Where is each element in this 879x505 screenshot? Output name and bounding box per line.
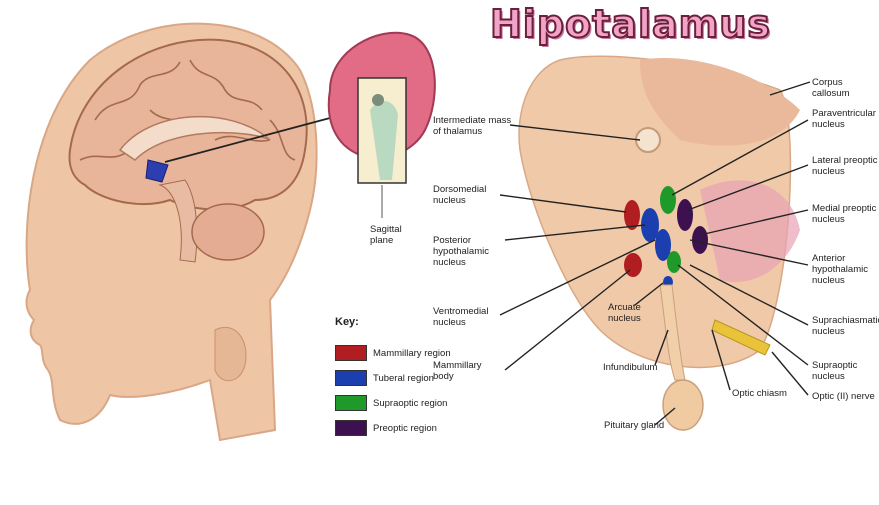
head-illustration: [27, 24, 330, 440]
key-swatch: [335, 420, 367, 436]
sagittal-inset: [329, 33, 435, 218]
key-label: Mammillary region: [373, 348, 451, 359]
key-item-supraoptic: Supraoptic region: [335, 394, 447, 412]
label-anterior-hypothalamic-nucleus: Anterior hypothalamic nucleus: [812, 253, 868, 286]
label-corpus-callosum: Corpus callosum: [812, 77, 879, 99]
label-medial-preoptic-nucleus: Medial preoptic nucleus: [812, 203, 876, 225]
key-label: Preoptic region: [373, 423, 437, 434]
label-lateral-preoptic-nucleus: Lateral preoptic nucleus: [812, 155, 877, 177]
label-suprachiasmatic-nucleus: Suprachiasmatic nucleus: [812, 315, 879, 337]
pituitary-gland: [663, 380, 703, 430]
key-swatch: [335, 370, 367, 386]
hypothalamus-detail: [519, 56, 800, 430]
label-posterior-hypothalamic-nucleus: Posterior hypothalamic nucleus: [433, 235, 489, 268]
key-label: Supraoptic region: [373, 398, 447, 409]
page-title: Hipotalamus: [490, 2, 790, 52]
label-infundibulum: Infundibulum: [603, 362, 657, 373]
key-label: Tuberal region: [373, 373, 434, 384]
key-item-preoptic: Preoptic region: [335, 419, 437, 437]
label-arcuate-nucleus: Arcuate nucleus: [608, 302, 641, 324]
label-pituitary-gland: Pituitary gland: [604, 420, 664, 431]
label-ventromedial-nucleus: Ventromedial nucleus: [433, 306, 488, 328]
label-optic-chiasm: Optic chiasm: [732, 388, 787, 399]
label-intermediate-mass: Intermediate mass of thalamus: [433, 115, 511, 137]
key-item-tuberal: Tuberal region: [335, 369, 434, 387]
key-swatch: [335, 345, 367, 361]
label-mammillary-body: Mammillary body: [433, 360, 482, 382]
label-dorsomedial-nucleus: Dorsomedial nucleus: [433, 184, 486, 206]
label-optic-nerve: Optic (II) nerve: [812, 391, 875, 402]
cerebellum: [192, 204, 264, 260]
label-paraventricular-nucleus: Paraventricular nucleus: [812, 108, 876, 130]
label-supraoptic-nucleus: Supraoptic nucleus: [812, 360, 879, 382]
key-title: Key:: [335, 316, 359, 328]
inset-label: Sagittal plane: [370, 224, 402, 246]
key-swatch: [335, 395, 367, 411]
